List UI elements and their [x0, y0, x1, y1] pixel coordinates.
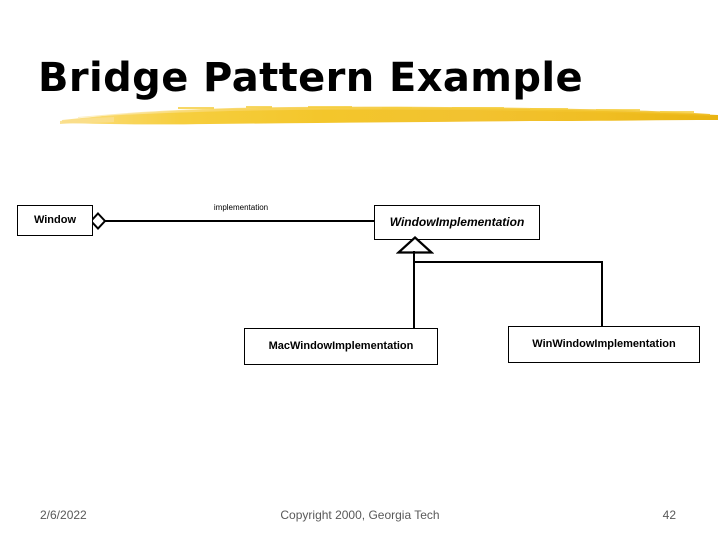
aggregation-diamond-icon: [89, 212, 107, 230]
page-title: Bridge Pattern Example: [38, 55, 584, 101]
uml-class-macwindowimplementation-label: MacWindowImplementation: [268, 340, 414, 352]
uml-class-window[interactable]: Window: [17, 205, 93, 236]
uml-class-windowimplementation[interactable]: WindowImplementation: [374, 205, 540, 240]
footer-copyright: Copyright 2000, Georgia Tech: [280, 508, 440, 522]
slide-footer: 2/6/2022 Copyright 2000, Georgia Tech 42: [0, 503, 720, 527]
association-line-implementation: [104, 220, 375, 222]
generalization-triangle-icon: [396, 236, 434, 254]
footer-page-number: 42: [662, 508, 676, 522]
footer-date: 2/6/2022: [40, 508, 87, 522]
generalization-bus-line: [413, 261, 603, 263]
generalization-drop-line-win: [601, 261, 603, 327]
uml-class-winwindowimplementation-label: WinWindowImplementation: [532, 338, 676, 350]
uml-class-windowimplementation-label: WindowImplementation: [389, 215, 525, 229]
uml-class-winwindowimplementation[interactable]: WinWindowImplementation: [508, 326, 700, 363]
uml-class-macwindowimplementation[interactable]: MacWindowImplementation: [244, 328, 438, 365]
generalization-stem-line: [413, 251, 415, 329]
association-label-implementation: implementation: [213, 203, 269, 212]
uml-class-window-label: Window: [33, 214, 77, 226]
